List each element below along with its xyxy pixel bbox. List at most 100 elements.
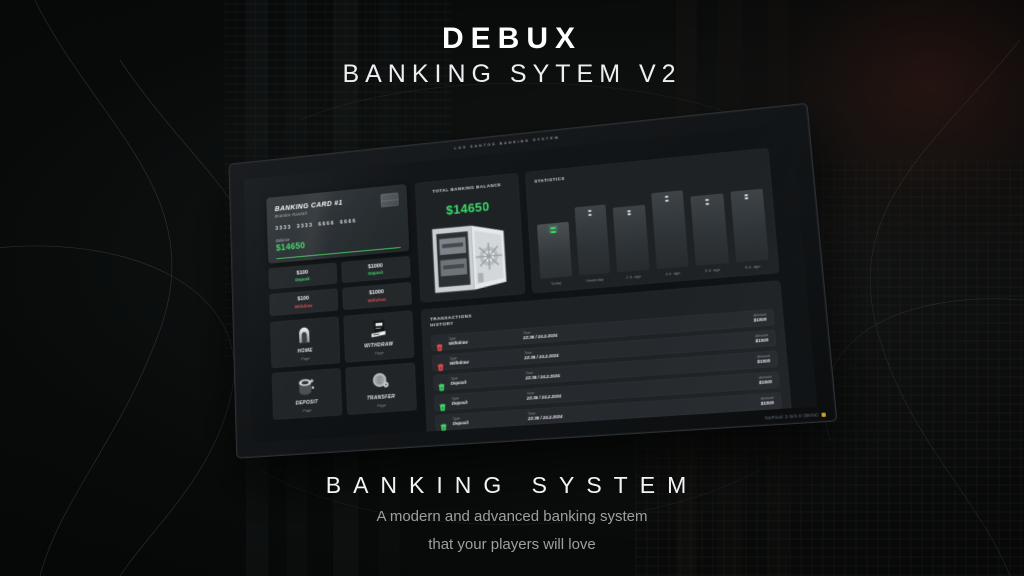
statistics-bar-column[interactable]: [535, 190, 572, 279]
total-balance-title: TOTAL BANKING BALANCE: [432, 182, 502, 194]
slide-header: DEBUX BANKING SYTEM V2: [0, 22, 1024, 92]
statistics-bar: [574, 204, 611, 276]
deposit-1000-button[interactable]: $1000 Deposit: [340, 255, 411, 284]
withdraw-arrow-icon: [436, 338, 443, 351]
nav-tile-deposit[interactable]: DEPOSIT Page: [271, 368, 342, 420]
tile-label: DEPOSIT: [295, 399, 319, 407]
deposit-icon: [295, 375, 317, 398]
footer-line-1: A modern and advanced banking system: [376, 507, 648, 525]
bar-value-marker: [588, 210, 592, 216]
bar-category-label: 6 d. ago: [744, 264, 761, 270]
nav-tile-home[interactable]: HOME Page: [270, 316, 340, 369]
total-balance-value: $14650: [445, 198, 490, 218]
watermark: NoPixel 3.5/4.0 (Beta): [764, 411, 827, 421]
watermark-dot-icon: [821, 412, 827, 417]
card-holder-name: Brandon Randall: [274, 210, 307, 219]
bar-category-label: 2 d. ago: [626, 274, 642, 280]
nav-tile-transfer[interactable]: TRANSFER Page: [344, 362, 418, 416]
brand-subtitle: BANKING SYTEM V2: [342, 60, 682, 88]
statistics-bar-column[interactable]: [689, 175, 729, 266]
statistics-bar: [537, 222, 572, 279]
cell-amount-value: $1000: [758, 379, 773, 386]
bar-value-marker: [550, 227, 556, 234]
card-title: BANKING CARD #1: [274, 197, 343, 214]
bar-value-marker: [665, 195, 669, 202]
bar-value-marker: [627, 210, 631, 216]
statistics-bar: [612, 204, 650, 273]
card-balance-value: $14650: [275, 240, 306, 253]
tile-label: TRANSFER: [366, 393, 396, 402]
left-column: BANKING CARD #1 Brandon Randall 3333 333…: [266, 183, 418, 420]
tile-label: HOME: [297, 347, 313, 355]
statistics-bar-column[interactable]: [573, 186, 611, 276]
bar-category-label: Today: [550, 281, 562, 286]
navigation-tiles: HOME Page: [270, 310, 418, 420]
total-balance-panel: TOTAL BANKING BALANCE $14650: [414, 172, 526, 303]
cell-amount: Amount$1000: [723, 354, 771, 368]
tile-label: WITHDRAW: [364, 341, 394, 350]
withdraw-100-button[interactable]: $100 Withdraw: [269, 288, 338, 317]
withdraw-arrow-icon: [437, 358, 444, 371]
card-number: 3333 3333 6666 6666: [275, 214, 399, 231]
tile-sublabel: Page: [376, 402, 386, 408]
tile-sublabel: Page: [302, 407, 312, 414]
banking-ui-screen: BANKING CARD #1 Brandon Randall 3333 333…: [244, 123, 818, 444]
card-number-group: 3333: [275, 224, 292, 232]
tile-sublabel: Page: [300, 355, 310, 362]
cell-amount: Amount$1000: [720, 312, 767, 326]
slide-footer: BANKING SYSTEM A modern and advanced ban…: [0, 472, 1024, 557]
footer-title: BANKING SYSTEM: [325, 471, 699, 498]
statistics-bars: [535, 171, 769, 279]
statistics-bar-column[interactable]: [728, 171, 769, 263]
card-number-group: 6666: [318, 220, 336, 228]
tile-sublabel: Page: [374, 349, 384, 356]
cell-amount: Amount$1000: [721, 333, 769, 347]
statistics-bar: [650, 190, 689, 270]
atm-icon: [367, 317, 390, 340]
card-balance-label: Balance: [275, 237, 290, 244]
cell-amount-value: $1000: [753, 316, 767, 323]
statistics-bar-column[interactable]: [611, 182, 650, 273]
statistics-bar: [690, 193, 729, 266]
cell-amount-value: $1000: [755, 337, 769, 344]
transfer-icon: [369, 369, 392, 392]
vault-icon: [429, 220, 513, 308]
top-panels-row: TOTAL BANKING BALANCE $14650: [414, 147, 780, 303]
statistics-bar: [729, 188, 769, 263]
bar-value-marker: [744, 193, 749, 200]
tile-row: DEPOSIT Page: [271, 362, 418, 420]
home-icon: [293, 323, 315, 346]
banking-card[interactable]: BANKING CARD #1 Brandon Randall 3333 333…: [266, 183, 410, 264]
nav-tile-withdraw[interactable]: WITHDRAW Page: [342, 310, 415, 363]
footer-line-2: that your players will love: [428, 536, 596, 554]
cell-amount-value: $1000: [757, 358, 771, 365]
right-column: TOTAL BANKING BALANCE $14650: [414, 147, 793, 439]
bar-category-label: 4 d. ago: [665, 271, 681, 277]
monitor-mockup: LOS SANTOS BANKING SYSTEM BANKING CARD #…: [215, 102, 838, 459]
deposit-arrow-icon: [438, 378, 445, 391]
deposit-arrow-icon: [440, 418, 447, 431]
tile-row: HOME Page: [270, 310, 415, 369]
card-number-group: 3333: [296, 222, 314, 230]
monitor-frame: LOS SANTOS BANKING SYSTEM BANKING CARD #…: [228, 102, 838, 459]
brand-title: DEBUX: [441, 22, 582, 55]
bar-category-label: 5 d. ago: [704, 267, 721, 274]
cell-amount: Amount$1000: [727, 395, 775, 408]
watermark-text: NoPixel 3.5/4.0 (Beta): [764, 411, 819, 421]
withdraw-1000-button[interactable]: $1000 Withdraw: [341, 282, 413, 311]
statistics-bar-column[interactable]: [650, 178, 689, 270]
deposit-100-button[interactable]: $100 Deposit: [268, 262, 337, 290]
